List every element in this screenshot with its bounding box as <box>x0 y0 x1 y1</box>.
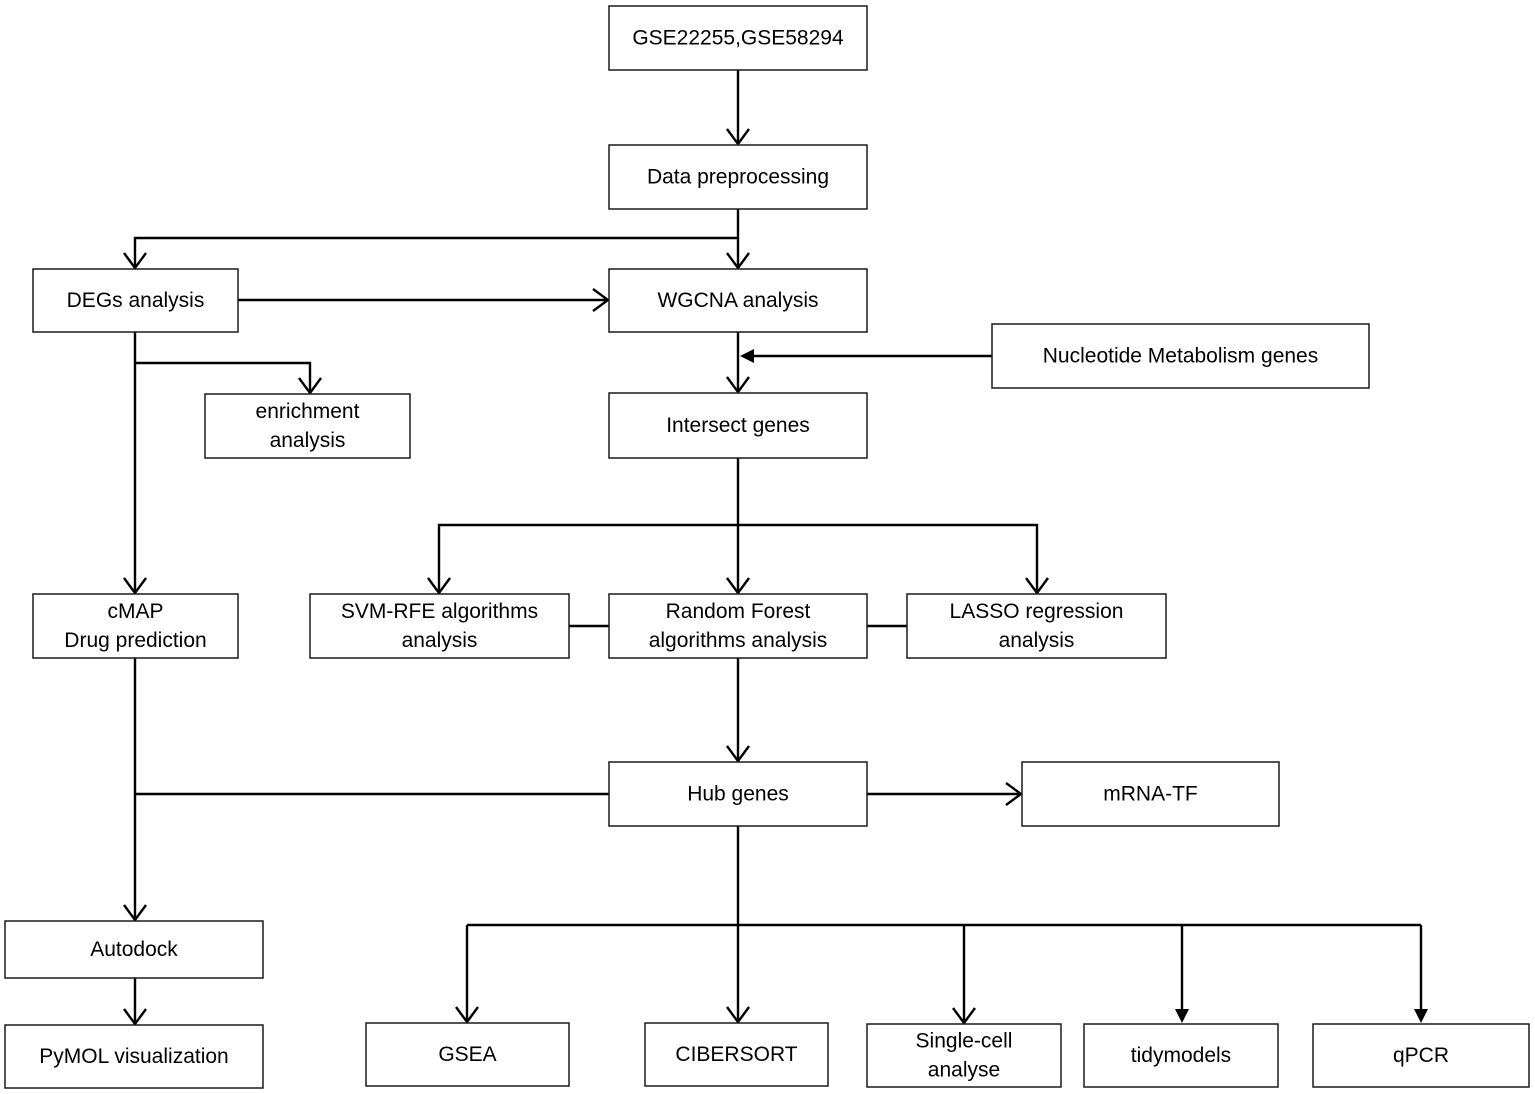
node-pymol-box <box>4 1024 264 1089</box>
node-rf: Random Forest algorithms analysis <box>608 593 868 659</box>
node-lasso: LASSO regression analysis <box>906 593 1167 659</box>
arrowhead-wgcna-top <box>726 252 750 271</box>
edge-degs-to-enrichment <box>133 332 312 393</box>
node-mrna-box <box>1021 761 1280 827</box>
node-rf-label-2: algorithms analysis <box>649 629 828 652</box>
node-gse: GSE22255,GSE58294 <box>608 5 868 71</box>
node-tidymodels-box <box>1083 1023 1279 1088</box>
node-hub-box <box>608 761 868 827</box>
node-mrna-label-1: mRNA-TF <box>1103 783 1197 806</box>
node-singlecell-label-1: Single-cell <box>916 1030 1013 1053</box>
arrowhead-autodock <box>123 904 147 923</box>
node-singlecell: Single-cell analyse <box>866 1023 1062 1088</box>
node-lasso-label-2: analysis <box>999 629 1075 652</box>
node-degs-box <box>32 268 239 333</box>
arrowhead-wgcna-left <box>592 288 611 312</box>
node-lasso-box <box>906 593 1167 659</box>
node-nucleotide: Nucleotide Metabolism genes <box>991 323 1370 389</box>
edge-intersect-to-svm <box>437 523 738 593</box>
node-autodock-label-1: Autodock <box>90 938 178 961</box>
node-cibersort-box <box>644 1022 829 1087</box>
edges <box>123 70 1428 1027</box>
node-svm-label-2: analysis <box>402 629 478 652</box>
node-cibersort: CIBERSORT <box>644 1022 829 1087</box>
node-cmap: cMAP Drug prediction <box>32 593 239 659</box>
arrowhead-tidymodels <box>1175 1009 1189 1023</box>
arrowhead-intersect <box>726 376 750 395</box>
node-gse-label-1: GSE22255,GSE58294 <box>632 27 844 50</box>
node-svm: SVM-RFE algorithms analysis <box>309 593 570 659</box>
arrowhead-gsea <box>455 1006 479 1025</box>
node-wgcna: WGCNA analysis <box>608 268 868 333</box>
node-enrichment-label-1: enrichment <box>256 400 360 423</box>
node-gsea-box <box>365 1022 570 1087</box>
node-nucleotide-label-1: Nucleotide Metabolism genes <box>1043 345 1318 368</box>
node-intersect-label-1: Intersect genes <box>666 414 810 437</box>
node-preprocess-label-1: Data preprocessing <box>647 166 829 189</box>
node-mrna: mRNA-TF <box>1021 761 1280 827</box>
node-cmap-label-2: Drug prediction <box>64 629 206 652</box>
node-singlecell-label-2: analyse <box>928 1059 1000 1082</box>
arrowhead-nucleotide <box>740 349 754 363</box>
node-wgcna-box <box>608 268 868 333</box>
node-qpcr-box <box>1312 1023 1530 1088</box>
node-gsea: GSEA <box>365 1022 570 1087</box>
node-hub-label-1: Hub genes <box>687 783 789 806</box>
node-gse-box <box>608 5 868 71</box>
node-rf-label-1: Random Forest <box>666 600 811 623</box>
arrowhead-svm <box>427 577 451 596</box>
arrowhead-rf <box>726 577 750 596</box>
arrowhead-enrichment <box>298 377 322 396</box>
arrowhead-cibersort <box>726 1006 750 1025</box>
node-lasso-label-1: LASSO regression <box>950 600 1124 623</box>
node-preprocess: Data preprocessing <box>608 144 868 210</box>
node-intersect: Intersect genes <box>608 392 868 459</box>
node-pymol-label-1: PyMOL visualization <box>39 1045 228 1068</box>
edge-intersect-to-lasso <box>738 523 1039 593</box>
node-gsea-label-1: GSEA <box>438 1043 496 1066</box>
arrowhead-degs <box>123 252 147 271</box>
node-hub: Hub genes <box>608 761 868 827</box>
edge-preprocess-to-degs <box>133 236 738 268</box>
node-autodock: Autodock <box>4 920 264 979</box>
node-qpcr-label-1: qPCR <box>1393 1044 1449 1067</box>
node-svm-label-1: SVM-RFE algorithms <box>341 600 538 623</box>
node-enrichment-box <box>204 393 411 459</box>
node-degs: DEGs analysis <box>32 268 239 333</box>
arrowhead-pymol <box>123 1008 147 1027</box>
node-enrichment-label-2: analysis <box>270 429 346 452</box>
node-svm-box <box>309 593 570 659</box>
node-tidymodels: tidymodels <box>1083 1023 1279 1088</box>
node-qpcr: qPCR <box>1312 1023 1530 1088</box>
node-cibersort-label-1: CIBERSORT <box>675 1043 797 1066</box>
arrowhead-mrna <box>1005 782 1024 806</box>
node-intersect-box <box>608 392 868 459</box>
arrowhead-preprocess <box>726 128 750 147</box>
node-degs-label-1: DEGs analysis <box>67 289 205 312</box>
arrowhead-hub <box>726 745 750 764</box>
node-autodock-box <box>4 920 264 979</box>
arrowhead-lasso <box>1025 577 1049 596</box>
node-nucleotide-box <box>991 323 1370 389</box>
node-rf-box <box>608 593 868 659</box>
node-cmap-label-1: cMAP <box>107 600 163 623</box>
node-enrichment: enrichment analysis <box>204 393 411 459</box>
node-pymol: PyMOL visualization <box>4 1024 264 1089</box>
arrowhead-singlecell <box>952 1007 976 1026</box>
node-tidymodels-label-1: tidymodels <box>1131 1044 1231 1067</box>
arrowhead-qpcr <box>1414 1009 1428 1023</box>
node-cmap-box <box>32 593 239 659</box>
node-wgcna-label-1: WGCNA analysis <box>657 289 818 312</box>
arrowhead-cmap <box>123 577 147 596</box>
node-singlecell-box <box>866 1023 1062 1088</box>
node-preprocess-box <box>608 144 868 210</box>
